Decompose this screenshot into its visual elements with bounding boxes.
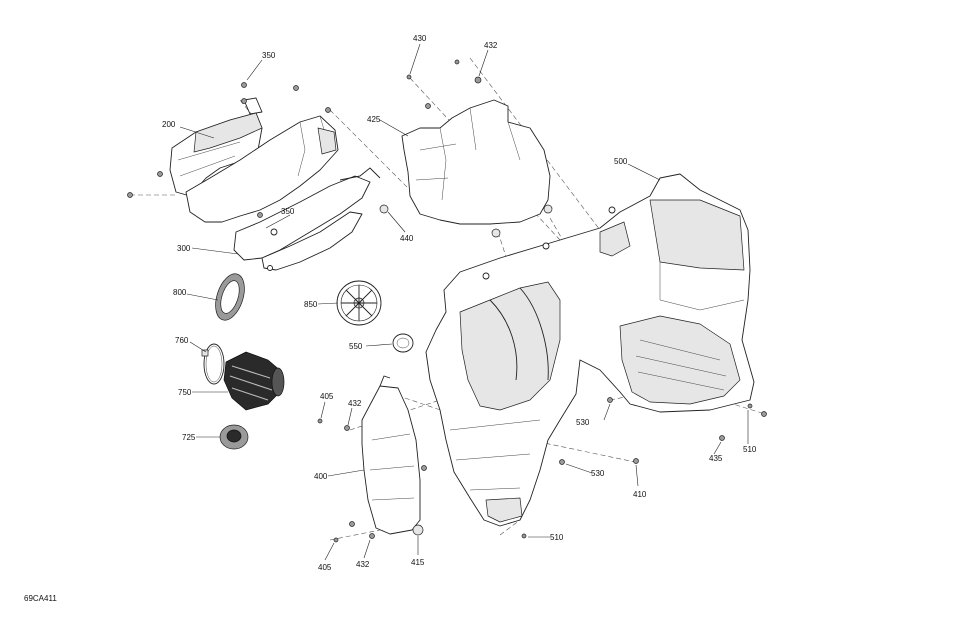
label-530-upper: 530	[576, 418, 590, 427]
label-435: 435	[709, 454, 723, 463]
fasteners	[127, 59, 767, 543]
label-405-upper: 405	[320, 392, 334, 401]
label-200: 200	[162, 120, 176, 129]
part-425-upper-panel	[379, 99, 553, 238]
label-405-lower: 405	[318, 563, 332, 572]
leader-lines	[179, 43, 749, 561]
label-300: 300	[177, 244, 191, 253]
label-440: 440	[400, 234, 414, 243]
label-800: 800	[173, 288, 187, 297]
label-850: 850	[304, 300, 318, 309]
label-760: 760	[175, 336, 189, 345]
label-725: 725	[182, 433, 196, 442]
label-432-lower: 432	[356, 560, 370, 569]
part-725-grommet	[219, 424, 249, 450]
label-432-top: 432	[484, 41, 498, 50]
label-500: 500	[614, 157, 628, 166]
label-410: 410	[633, 490, 647, 499]
label-350-lower: 350	[281, 207, 295, 216]
label-550: 550	[349, 342, 363, 351]
label-432-upper: 432	[348, 399, 362, 408]
label-415: 415	[411, 558, 425, 567]
label-430: 430	[413, 34, 427, 43]
part-550-plug	[392, 333, 414, 353]
part-number-labels: 350 200 350 300 800 850 550 760 750 725 …	[162, 34, 757, 572]
part-200-heat-shield	[169, 97, 263, 197]
part-750-bellows	[223, 351, 285, 411]
part-500-main-housing	[425, 173, 755, 527]
label-510-bottom: 510	[550, 533, 564, 542]
label-510-right: 510	[743, 445, 757, 454]
part-760-clamp	[201, 343, 225, 385]
label-530-lower: 530	[591, 469, 605, 478]
diagram-code: 69CA411	[24, 594, 57, 603]
label-400: 400	[314, 472, 328, 481]
part-800-seal-ring	[215, 273, 245, 321]
part-850-fan-cover	[336, 280, 382, 326]
label-350-upper: 350	[262, 51, 276, 60]
part-400-side-cover	[361, 375, 424, 536]
label-425: 425	[367, 115, 381, 124]
label-750: 750	[178, 388, 192, 397]
part-300-air-duct	[185, 115, 381, 271]
